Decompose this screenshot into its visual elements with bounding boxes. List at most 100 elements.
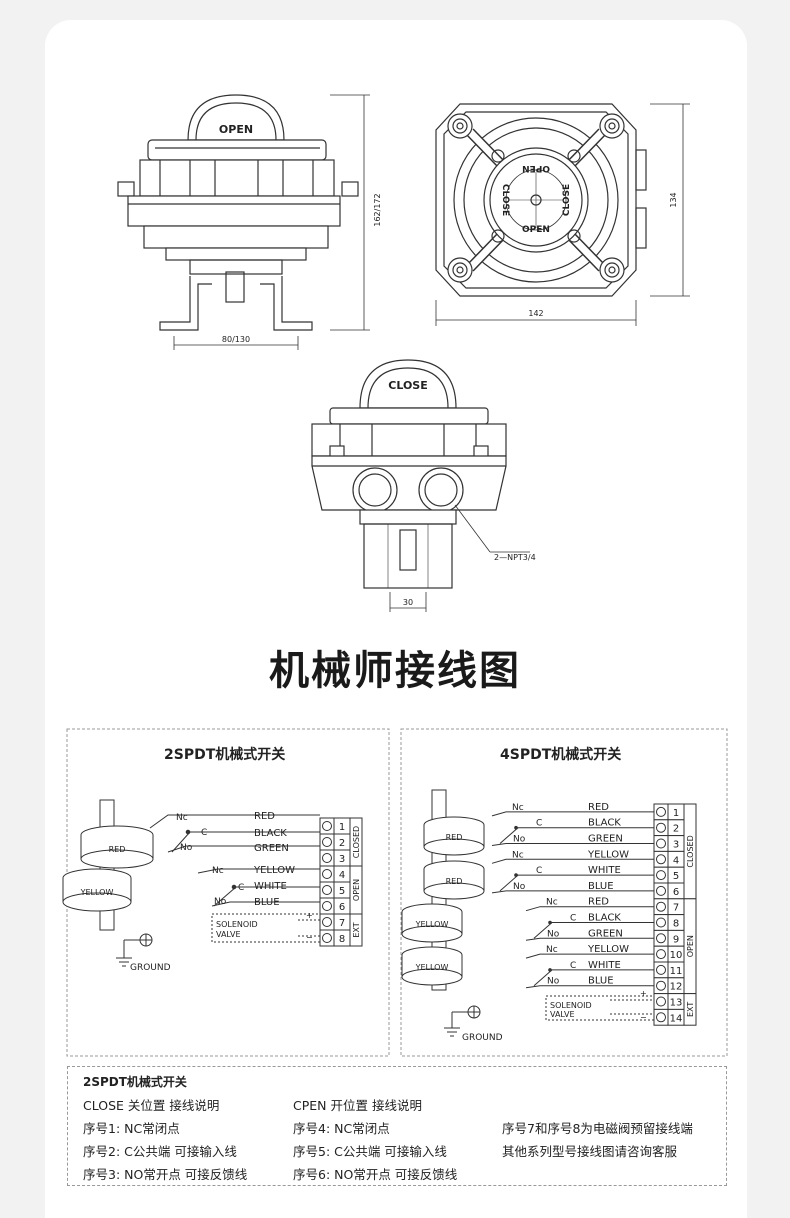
left-term-3: 3 [339,854,345,865]
right-screw-11 [656,964,666,975]
left-group-box-2 [349,913,363,947]
right-term-3: 3 [673,840,679,851]
right-cam-2: RED [446,877,463,886]
notes-col1-1: 序号1: NC常闭点 [83,1121,180,1136]
right-sw4-no-wire [525,985,654,989]
right-wire-11: WHITE [588,960,621,971]
right-wire-10: YELLOW [587,944,629,955]
right-term-14: 14 [670,1013,683,1024]
right-sw1-no-label: No [513,835,526,845]
right-wire-12: BLUE [588,976,614,987]
right-wire-6: BLUE [588,881,614,892]
right-wire-2: BLACK [588,818,621,829]
left-plus: + [306,911,313,920]
right-wire-1: RED [588,802,609,813]
notes-col1-2: 序号2: C公共端 可接输入线 [83,1144,237,1159]
right-panel-frame [400,728,728,1057]
right-sw4-nc-label: Nc [546,945,558,955]
right-sw4-c-label: C [570,961,576,971]
right-sw3-blade [533,922,553,939]
left-term-5: 5 [339,886,345,897]
left-screw-8 [322,933,332,943]
left-sw1-nc: Nc [176,813,188,823]
right-screw-14 [656,1012,666,1023]
notes-box [67,1066,727,1186]
right-sw1-no-wire [491,843,654,846]
side-view-drawing [117,94,370,350]
left-term-6: 6 [339,902,345,913]
page-heading: 机械师接线图 [269,648,521,694]
right-sw2-c-label: C [536,866,542,876]
right-screw-4 [656,854,666,865]
notes-col1-0: CLOSE 关位置 接线说明 [83,1098,220,1113]
notes-title: 2SPDT机械式开关 [83,1075,187,1089]
left-wiring [62,799,321,967]
left-ground-label: GROUND [130,963,171,973]
right-screw-12 [656,980,666,991]
left-group-0: CLOSED [352,826,361,858]
right-sw4-no-label: No [547,977,560,987]
right-wire-7: RED [588,897,609,908]
left-term-8: 8 [339,934,345,945]
left-solenoid-2: VALVE [216,930,241,939]
right-sw3-no-label: No [547,929,560,939]
right-screw-8 [656,917,666,928]
right-wire-8: BLACK [588,913,621,924]
left-sw1-no: No [180,843,193,853]
right-sw3-nc-label: Nc [546,898,558,908]
left-wire-yellow: YELLOW [253,865,295,876]
left-term-7: 7 [339,918,345,929]
right-sw1-nc-wire [491,811,654,817]
left-term-2: 2 [339,838,345,849]
right-screw-2 [656,822,666,833]
notes-col2-0: CPEN 开位置 接线说明 [293,1098,422,1113]
right-term-7: 7 [673,903,679,914]
right-screw-9 [656,933,666,944]
left-cam-yellow: YELLOW [80,888,114,897]
notes-col2-1: 序号4: NC常闭点 [293,1121,390,1136]
right-term-8: 8 [673,919,679,930]
right-sw1-c-label: C [536,819,542,829]
left-screw-2 [322,837,332,847]
left-minus: − [306,933,313,942]
right-group-0: CLOSED [686,835,695,867]
notes-col3-1: 其他系列型号接线图请咨询客服 [502,1144,678,1159]
left-sw2-c: C [238,883,244,893]
right-term-11: 11 [670,966,683,977]
right-cam-4: YELLOW [415,963,449,972]
right-panel-title: 4SPDT机械式开关 [500,747,622,763]
right-term-2: 2 [673,824,679,835]
right-wire-9: GREEN [588,928,623,939]
left-term-4: 4 [339,870,345,881]
left-screw-7 [322,917,332,927]
left-cam-red: RED [109,845,126,854]
right-group-1: OPEN [686,935,695,957]
left-wire-black: BLACK [254,828,287,839]
right-screw-13 [656,996,666,1007]
right-labels: RED RED YELLOW YELLOW SOLENOID VALVE + −… [415,833,647,1043]
left-sw1-c: C [201,828,207,838]
technical-drawings [117,94,690,612]
right-term-12: 12 [670,982,683,993]
right-sw4-blade [533,969,553,987]
right-screw-5 [656,870,666,881]
left-solenoid-1: SOLENOID [216,920,258,929]
right-minus: − [640,1013,647,1022]
right-sw4-nc-wire [525,953,654,959]
right-screw-6 [656,885,666,896]
right-sw3-nc-wire [525,906,654,912]
notes-col2-3: 序号6: NO常开点 可接反馈线 [293,1167,458,1182]
right-sw1-nc-label: Nc [512,803,524,813]
top-view-drawing [435,103,690,326]
right-ground-label: GROUND [462,1033,503,1043]
right-solenoid-1: SOLENOID [550,1001,592,1010]
right-switches: NcCNoREDBLACKGREENNcCNoYELLOWWHITEBLUENc… [491,802,654,989]
right-sw2-blade [499,874,519,892]
left-term-1: 1 [339,822,345,833]
left-screw-4 [322,869,332,879]
left-screw-1 [322,821,332,831]
right-term-1: 1 [673,808,679,819]
left-sw2-no: No [214,897,227,907]
